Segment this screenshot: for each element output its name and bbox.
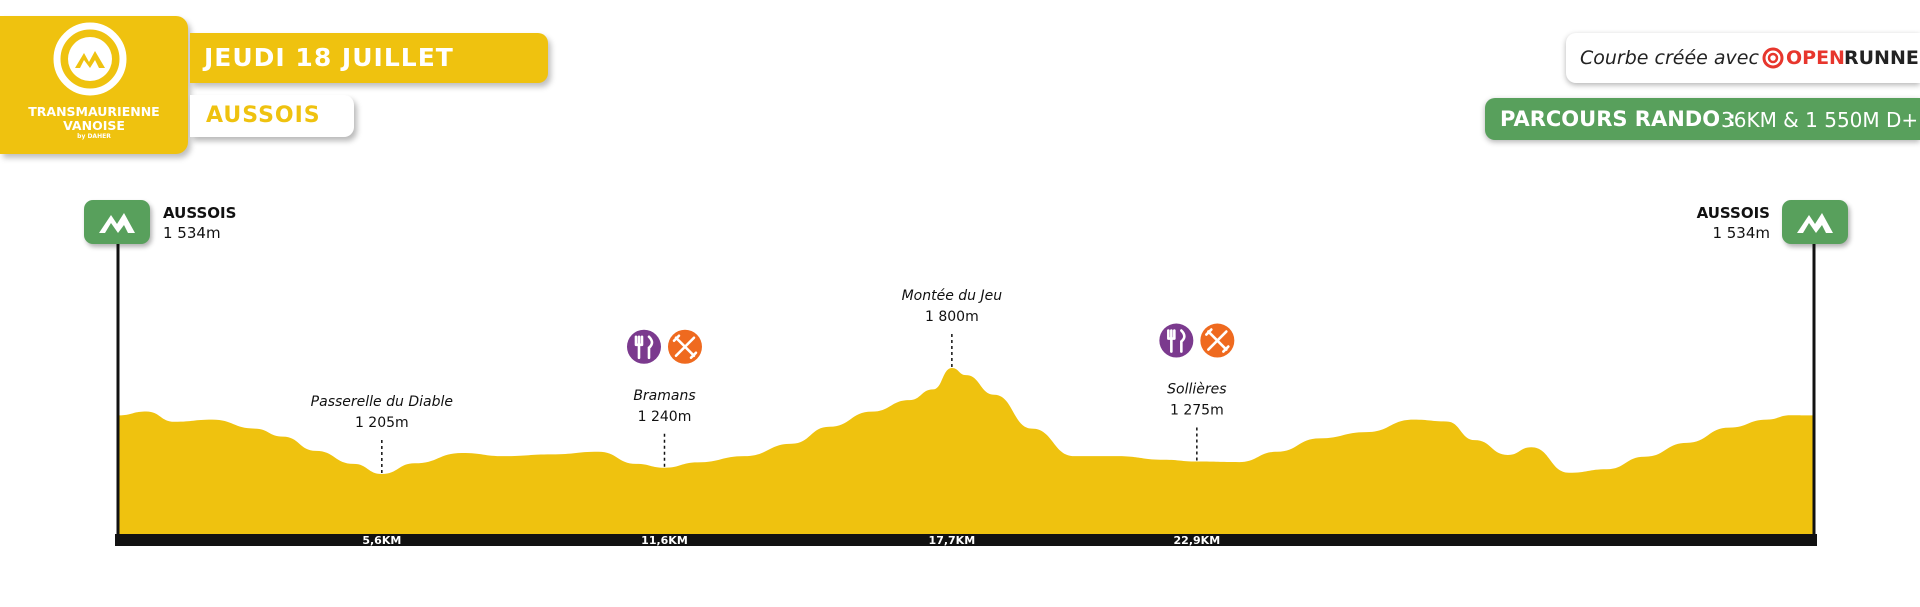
- poi-altitude: 1 275m: [1170, 403, 1224, 419]
- km-tick-label: 5,6KM: [362, 534, 401, 547]
- brand-name-line1: TRANSMAURIENNE: [28, 104, 160, 119]
- mountain-logo-icon: [53, 22, 127, 96]
- finish-altitude: 1 534m: [1712, 224, 1770, 242]
- stage-place: AUSSOIS: [206, 103, 321, 128]
- km-tick-label: 17,7KM: [929, 534, 976, 547]
- mountain-icon: [99, 213, 135, 233]
- start-marker: [84, 200, 150, 244]
- start-label: AUSSOIS 1 534m: [163, 203, 236, 243]
- start-name: AUSSOIS: [163, 204, 237, 222]
- brand-name-line2: VANOISE: [63, 118, 125, 133]
- openrunner-swirl-icon: [1762, 47, 1784, 69]
- stage-date: JEUDI 18 JUILLET: [204, 43, 454, 72]
- start-altitude: 1 534m: [163, 224, 221, 242]
- finish-name: AUSSOIS: [1696, 204, 1770, 222]
- km-tick-label: 11,6KM: [641, 534, 688, 547]
- place-banner: AUSSOIS: [190, 95, 354, 137]
- km-tick-label: 22,9KM: [1174, 534, 1221, 547]
- food-icon: [626, 329, 661, 364]
- repair-icon: [1200, 323, 1235, 358]
- distance-axis-bar: [115, 534, 1817, 546]
- poi-altitude: 1 800m: [925, 309, 979, 325]
- poi-altitude: 1 240m: [638, 409, 692, 425]
- food-icon: [1159, 323, 1194, 358]
- brand-logo: TRANSMAURIENNE VANOISE by DAHER: [0, 16, 188, 154]
- openrunner-open: OPEN: [1786, 47, 1845, 69]
- elevation-area: [118, 368, 1814, 534]
- parcours-label: PARCOURS RANDO :: [1500, 107, 1736, 131]
- repair-icon: [667, 329, 702, 364]
- brand-sub: by DAHER: [77, 133, 111, 140]
- poi-name: Sollières: [1167, 382, 1226, 398]
- finish-marker: [1782, 200, 1848, 244]
- finish-label: AUSSOIS 1 534m: [1680, 203, 1770, 243]
- poi-name: Montée du Jeu: [902, 288, 1003, 304]
- parcours-badge: PARCOURS RANDO : 36KM & 1 550M D+: [1485, 98, 1920, 140]
- parcours-value: 36KM & 1 550M D+: [1721, 108, 1919, 132]
- poi-name: Bramans: [633, 388, 695, 404]
- credit-text: Courbe créée avec: [1580, 47, 1759, 69]
- poi-altitude: 1 205m: [355, 415, 409, 431]
- poi-name: Passerelle du Diable: [311, 394, 453, 410]
- mountain-icon: [1797, 213, 1833, 233]
- date-banner: JEUDI 18 JUILLET: [190, 33, 548, 83]
- openrunner-runner: RUNNER: [1844, 47, 1920, 69]
- openrunner-credit: Courbe créée avec OPEN RUNNER: [1566, 33, 1920, 83]
